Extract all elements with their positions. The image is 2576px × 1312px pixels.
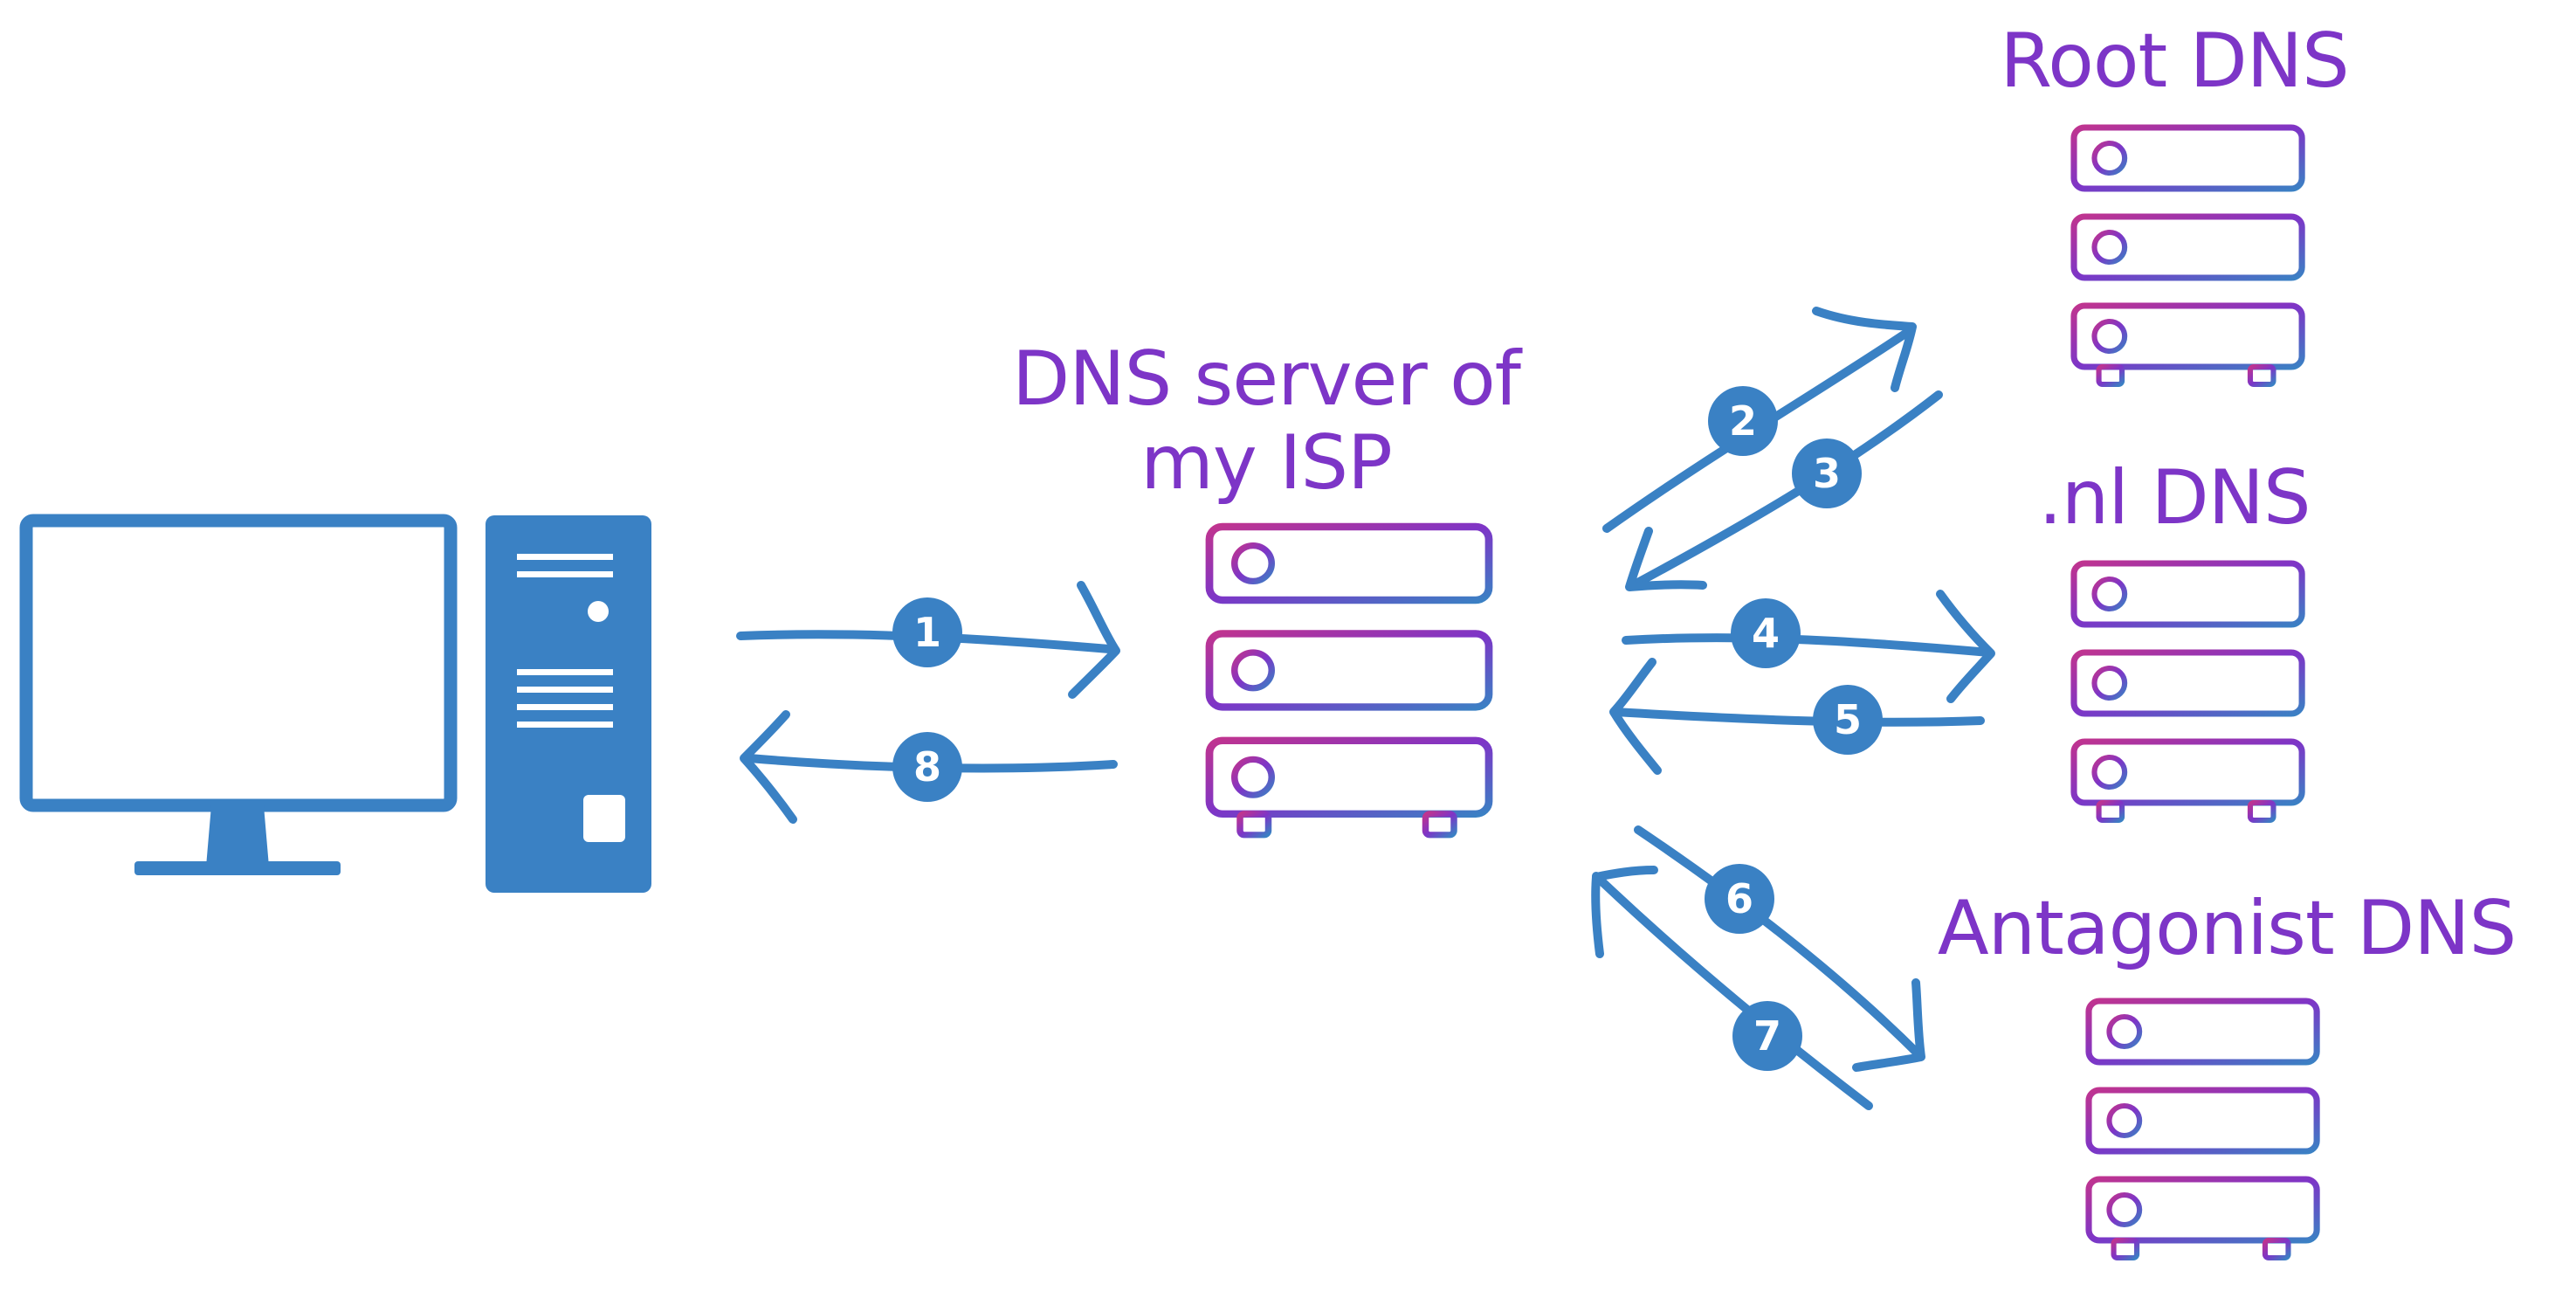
nl-dns-label: .nl DNS xyxy=(2038,454,2311,542)
step-number: 7 xyxy=(1753,1012,1781,1060)
step-number: 6 xyxy=(1725,875,1753,922)
step-number: 1 xyxy=(913,609,941,656)
arrow-step-6 xyxy=(1634,825,1925,1072)
step-badge-1: 1 xyxy=(892,597,962,667)
arrow-step-3 xyxy=(1625,390,1943,591)
desktop-computer-icon xyxy=(19,514,651,893)
isp-dns-server-icon xyxy=(1209,527,1489,835)
isp-dns-server-label: DNS server of my ISP xyxy=(1012,337,1521,505)
step-badge-7: 7 xyxy=(1732,1001,1802,1071)
arrow-step-4 xyxy=(1622,590,1995,703)
antagonist-dns-label: Antagonist DNS xyxy=(1937,885,2517,972)
step-badge-5: 5 xyxy=(1813,685,1883,755)
step-badge-8: 8 xyxy=(892,732,962,802)
root-dns-server-icon xyxy=(2074,128,2302,384)
step-badge-4: 4 xyxy=(1731,598,1801,668)
step-number: 8 xyxy=(913,743,941,791)
step-badge-3: 3 xyxy=(1792,438,1862,508)
isp-dns-server-label-text: DNS server of my ISP xyxy=(1012,335,1521,507)
arrow-step-7 xyxy=(1591,866,1873,1110)
step-number: 4 xyxy=(1752,610,1780,657)
nl-dns-server-icon xyxy=(2074,563,2302,820)
step-number: 5 xyxy=(1834,696,1862,743)
step-number: 2 xyxy=(1729,397,1757,445)
root-dns-label: Root DNS xyxy=(2000,17,2349,105)
step-number: 3 xyxy=(1813,450,1841,497)
arrow-step-5 xyxy=(1609,658,1985,775)
step-badge-6: 6 xyxy=(1705,864,1774,934)
step-badge-2: 2 xyxy=(1708,386,1778,456)
antagonist-dns-server-icon xyxy=(2089,1001,2317,1258)
